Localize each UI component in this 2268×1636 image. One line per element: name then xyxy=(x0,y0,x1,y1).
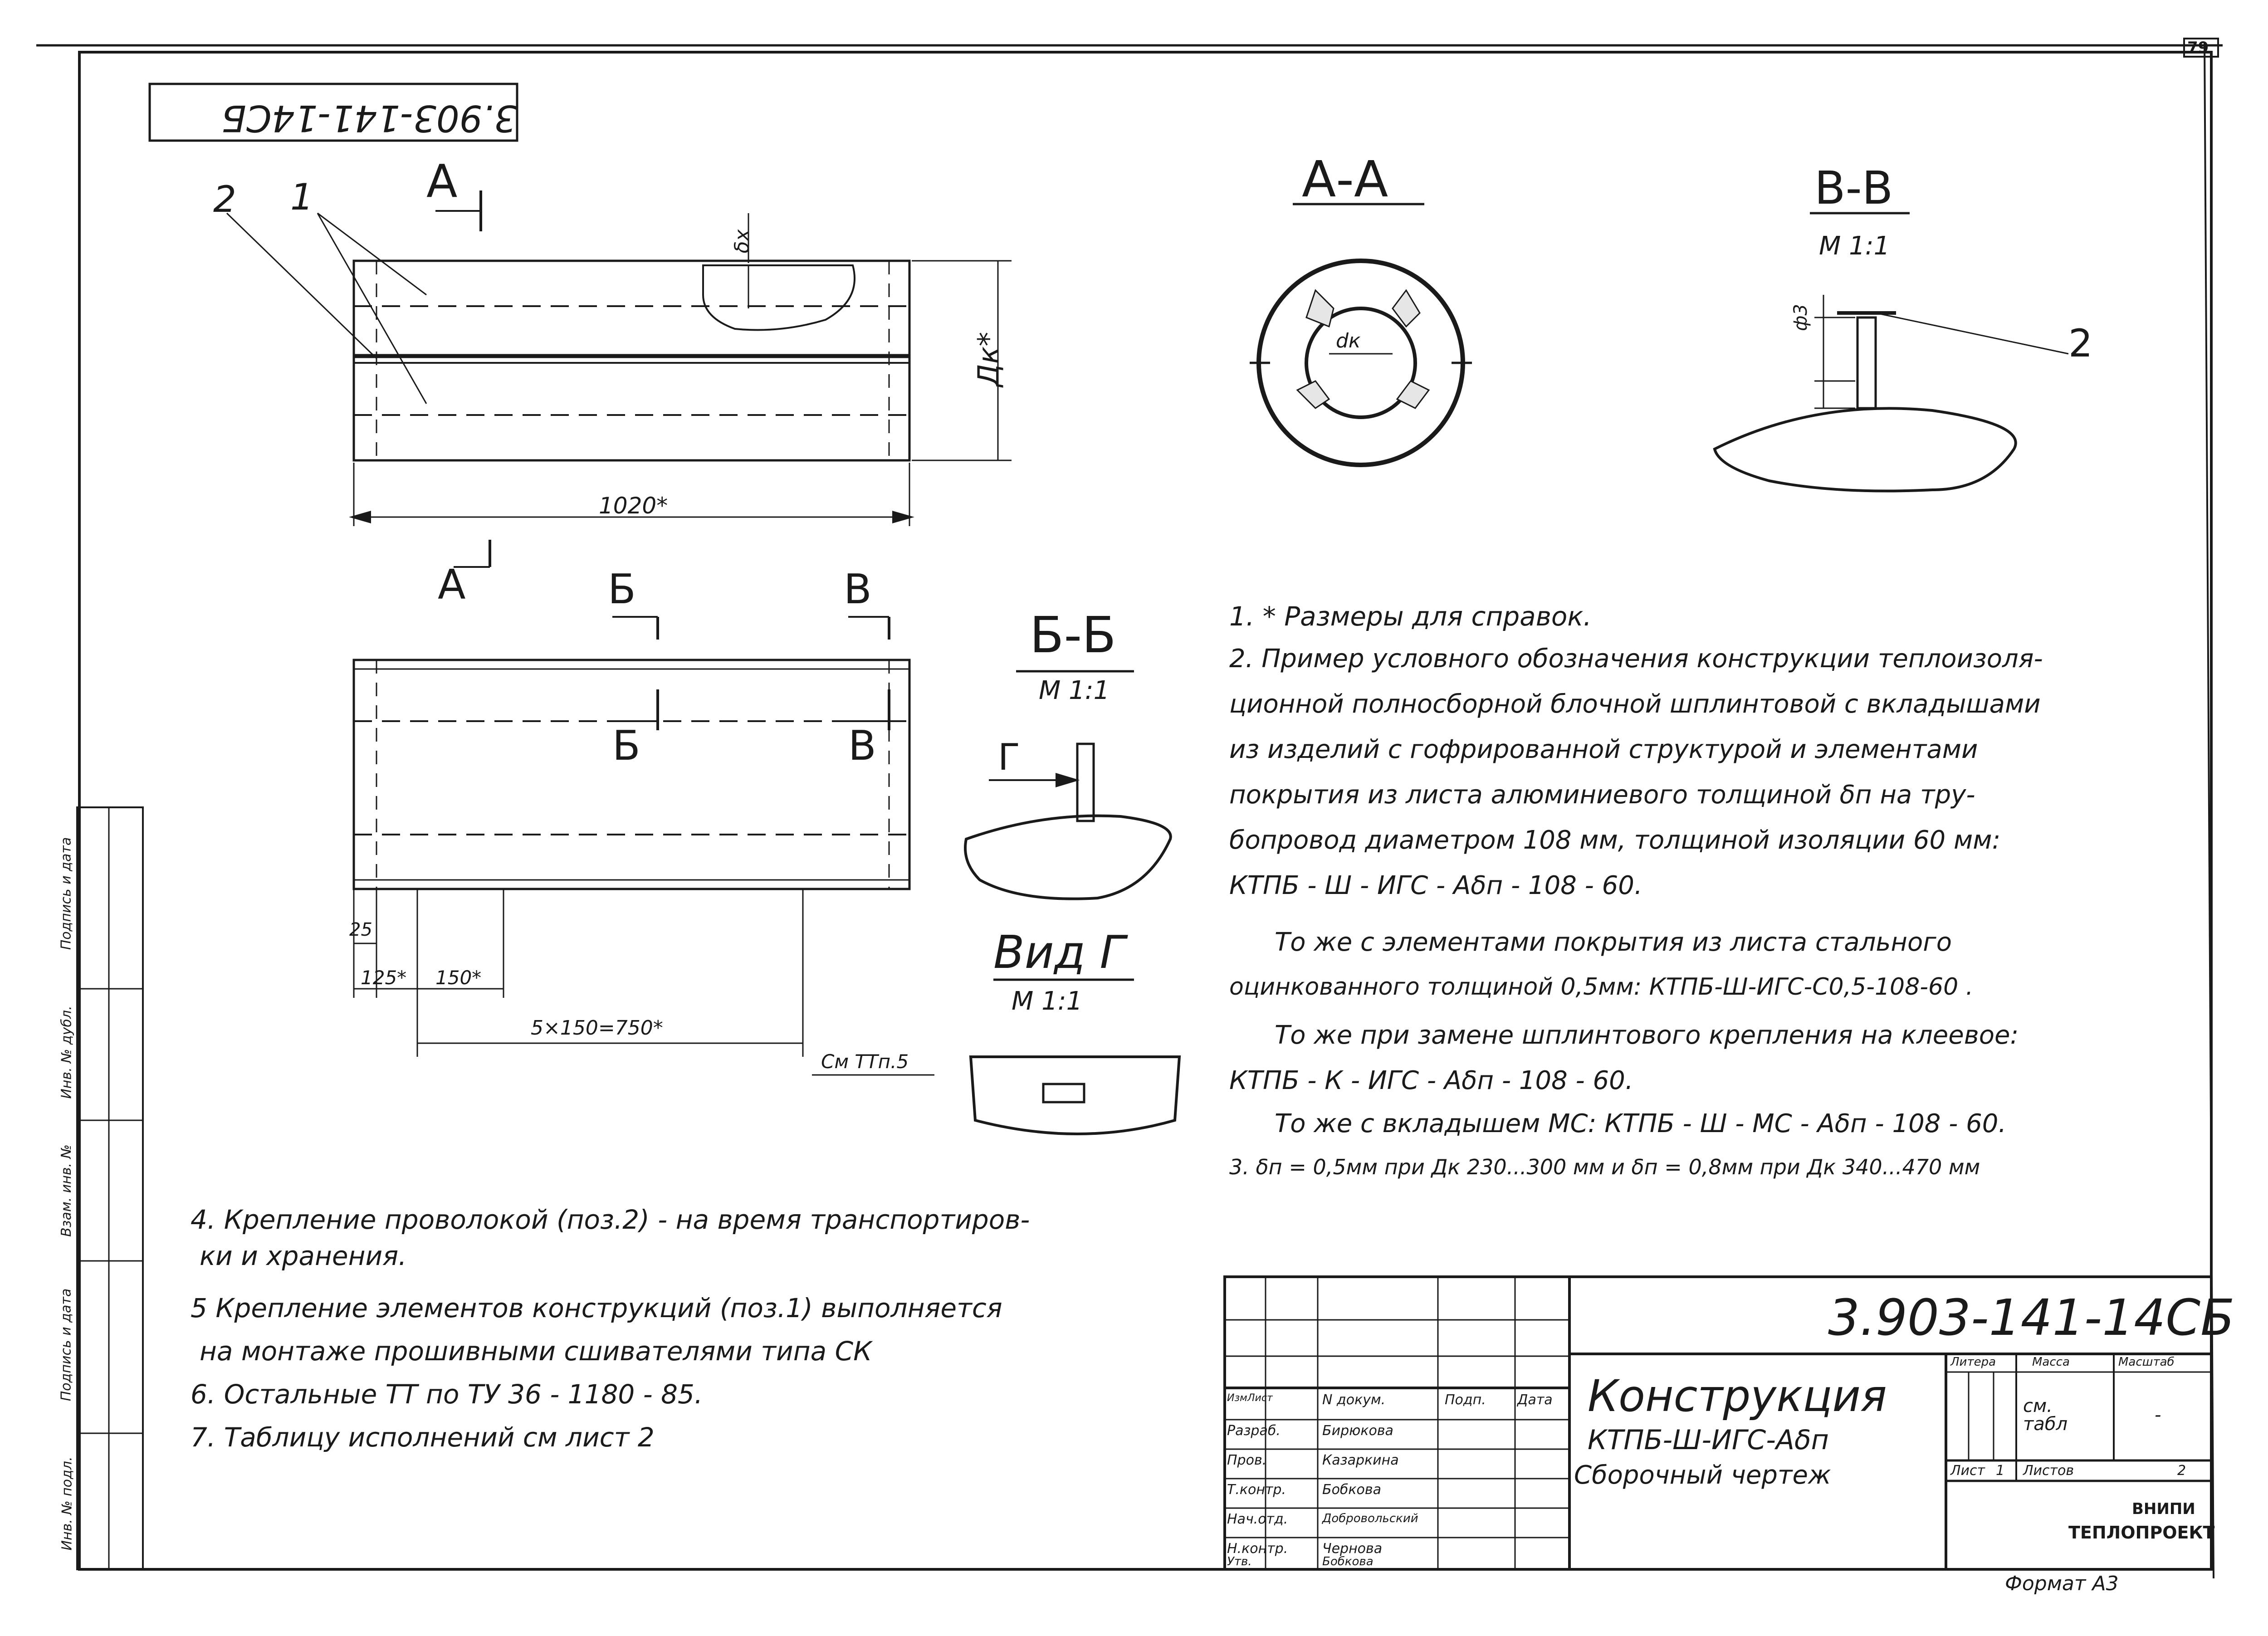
note-2-line-1: 2. Пример условного обозначения конструк… xyxy=(1229,644,2043,674)
role-5: Н.контр. xyxy=(1227,1541,1288,1557)
title-block-title: Конструкция xyxy=(1588,1371,1887,1421)
hdr-list: Лист xyxy=(1247,1392,1273,1404)
title-block-doc-type: Сборочный чертеж xyxy=(1574,1460,1831,1490)
cut-v-label-bottom: В xyxy=(848,722,876,770)
section-vv-position-2: 2 xyxy=(2068,321,2093,366)
section-bb-scale: М 1:1 xyxy=(1039,676,1110,705)
view-g-title: Вид Г xyxy=(993,926,1125,979)
hdr-podp: Подп. xyxy=(1445,1392,1486,1408)
role-4: Нач.отд. xyxy=(1227,1511,1288,1527)
name-3: Бобкова xyxy=(1322,1482,1381,1498)
name-2: Казаркина xyxy=(1322,1452,1399,1468)
col-litera: Литера xyxy=(1950,1355,1996,1369)
page-number: 79 xyxy=(2187,39,2209,57)
listov-label: Листов xyxy=(2023,1463,2074,1479)
cut-b-label-top: Б xyxy=(608,566,636,613)
page-number-box xyxy=(2183,38,2219,58)
position-2-label: 2 xyxy=(213,178,236,220)
see-note-5: См ТТп.5 xyxy=(821,1050,909,1073)
side-stamp-3: Взам. инв. № xyxy=(58,1144,74,1237)
col-masshtab: Масштаб xyxy=(2118,1355,2175,1369)
dk-label: Дк* xyxy=(972,332,1006,387)
section-vv-d3: ф3 xyxy=(1790,304,1811,331)
section-aa-title: А-А xyxy=(1302,150,1388,208)
col-massa: Масса xyxy=(2032,1355,2070,1369)
cut-a-top-label: А xyxy=(426,155,458,208)
note-2-line-4: покрытия из листа алюминиевого толщиной … xyxy=(1229,780,1975,810)
name-4: Добровольский xyxy=(1322,1512,1418,1525)
note-2-line-5: бопровод диаметром 108 мм, толщиной изол… xyxy=(1229,825,2001,855)
dim-125: 125* xyxy=(361,967,407,989)
masshtab-value: - xyxy=(2155,1405,2161,1426)
note-4-line-2: ки и хранения. xyxy=(200,1240,407,1271)
cut-v-label-top: В xyxy=(844,566,872,613)
hdr-ndoc: N докум. xyxy=(1322,1392,1386,1408)
listov-value: 2 xyxy=(2177,1463,2186,1479)
note-4-line-1: 4. Крепление проволокой (поз.2) - на вре… xyxy=(191,1204,1030,1235)
note-2-line-10: КТПБ - К - ИГС - Аδп - 108 - 60. xyxy=(1229,1066,1633,1095)
note-5-line-2: на монтаже прошивными сшивателями типа С… xyxy=(200,1336,872,1367)
block-top-view xyxy=(352,259,911,462)
section-aa-outer xyxy=(1256,259,1465,467)
dim-25: 25 xyxy=(349,919,372,940)
hdr-izm: Изм xyxy=(1227,1392,1247,1404)
arrow-g-label: Г xyxy=(998,736,1020,778)
dim-150: 150* xyxy=(435,967,482,989)
note-6: 6. Остальные ТТ по ТУ 36 - 1180 - 85. xyxy=(191,1379,703,1410)
hdr-data: Дата xyxy=(1517,1392,1553,1408)
role-3: Т.контр. xyxy=(1227,1482,1286,1498)
position-1-label: 1 xyxy=(290,176,313,218)
side-stamp-5: Инв. № подл. xyxy=(59,1456,75,1551)
sheet-frame xyxy=(78,51,2213,1571)
role-1: Разраб. xyxy=(1227,1423,1281,1439)
sheet-format: Формат А3 xyxy=(2005,1572,2119,1595)
list-label: Лист xyxy=(1950,1463,1985,1479)
note-2-line-9: То же при замене шплинтового крепления н… xyxy=(1275,1021,2019,1050)
org-line-2: ТЕПЛОПРОЕКТ xyxy=(2068,1523,2215,1543)
org-line-1: ВНИПИ xyxy=(2132,1500,2195,1518)
title-block-frame xyxy=(1223,1275,2213,1571)
length-dimension: 1020* xyxy=(599,493,668,519)
note-2-line-3: из изделий с гофрированной структурой и … xyxy=(1229,735,1978,764)
side-stamp-4: Подпись и дата xyxy=(58,1288,74,1402)
note-3: 3. δп = 0,5мм при Дк 230...300 мм и δп =… xyxy=(1229,1155,1980,1179)
cut-b-label-bottom: Б xyxy=(612,722,640,770)
doc-code-rotated-box xyxy=(148,83,518,142)
name-5: Чернова xyxy=(1322,1541,1383,1557)
cut-a-plan-label: А xyxy=(438,561,466,609)
section-aa-inner xyxy=(1305,307,1417,419)
delta-x-label: δх xyxy=(730,229,754,254)
note-2-line-11: То же с вкладышем МС: КТПБ - Ш - МС - Аδ… xyxy=(1275,1109,2007,1138)
note-2-line-2: ционной полносборной блочной шплинтовой … xyxy=(1229,689,2041,719)
side-stamp-2: Инв. № дубл. xyxy=(59,1006,75,1099)
note-5-line-1: 5 Крепление элементов конструкций (поз.1… xyxy=(191,1293,1002,1323)
block-plan-view xyxy=(352,659,911,890)
note-2-line-8: оцинкованного толщиной 0,5мм: КТПБ-Ш-ИГС… xyxy=(1229,973,1974,1001)
note-1: 1. * Размеры для справок. xyxy=(1229,601,1592,632)
section-vv-scale: М 1:1 xyxy=(1819,231,1890,261)
role-6: Утв. xyxy=(1227,1555,1252,1568)
title-block-subtitle: КТПБ-Ш-ИГС-Аδп xyxy=(1588,1424,1829,1456)
section-vv-title: В-В xyxy=(1814,161,1893,215)
doc-code-rotated: 3.903-141-14СБ xyxy=(221,97,517,139)
note-2-line-7: То же с элементами покрытия из листа ста… xyxy=(1275,928,1952,957)
view-g-scale: М 1:1 xyxy=(1012,986,1083,1016)
dim-750: 5×150=750* xyxy=(531,1016,663,1040)
title-block-doc-code: 3.903-141-14СБ xyxy=(1828,1289,2235,1347)
massa-value: см. табл xyxy=(2023,1396,2068,1435)
side-stamp-1: Подпись и дата xyxy=(58,837,74,950)
section-aa-dk: dк xyxy=(1336,329,1361,352)
list-value: 1 xyxy=(1996,1463,2005,1479)
name-6: Бобкова xyxy=(1322,1555,1374,1568)
note-7: 7. Таблицу исполнений см лист 2 xyxy=(191,1422,655,1453)
name-1: Бирюкова xyxy=(1322,1423,1393,1439)
note-2-line-6: КТПБ - Ш - ИГС - Аδп - 108 - 60. xyxy=(1229,871,1642,900)
role-2: Пров. xyxy=(1227,1452,1267,1468)
section-bb-title: Б-Б xyxy=(1030,606,1116,664)
